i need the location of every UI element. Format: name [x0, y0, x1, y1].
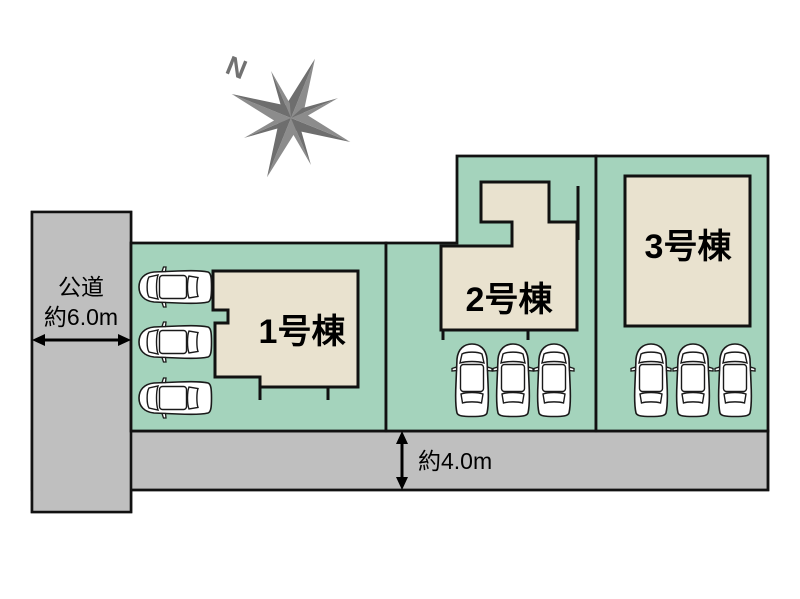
- car-2-1: [451, 343, 493, 418]
- car-3-1: [630, 343, 672, 418]
- building-3-label: 3号棟: [645, 228, 733, 266]
- car-3-3: [714, 343, 756, 418]
- building-2-footprint: [439, 180, 579, 332]
- building-1: 1号棟: [211, 269, 360, 400]
- road-junction-fill: [32, 212, 131, 512]
- parking-lot-3: [630, 343, 756, 418]
- building-1-footprint: [211, 269, 360, 389]
- compass-rose: N: [207, 34, 375, 202]
- road-south-arrow-head-top: [396, 431, 408, 444]
- compass-north-label: N: [222, 50, 251, 85]
- road-west-outline: [30, 210, 133, 514]
- road-south-arrow-head-bottom: [396, 477, 408, 490]
- building-3: 3号棟: [623, 174, 752, 328]
- car-1-1: [139, 267, 212, 307]
- building-3-footprint: [623, 174, 752, 328]
- parking-lot-1: [139, 267, 212, 418]
- road-west-arrow-head-right: [118, 334, 131, 346]
- road-south-dimension: 約4.0m: [396, 431, 492, 490]
- building-2-label: 2号棟: [466, 281, 554, 319]
- road-west-name-label: 公道: [58, 274, 104, 300]
- road-west-width-label: 約6.0m: [44, 304, 118, 330]
- car-3-2: [672, 343, 714, 418]
- road-west-arrow-head-left: [32, 334, 45, 346]
- building-2: 2号棟: [439, 180, 580, 340]
- car-1-3: [139, 378, 212, 418]
- road-south-width-label: 約4.0m: [418, 448, 492, 474]
- car-1-2: [139, 322, 212, 362]
- car-2-3: [533, 343, 575, 418]
- building-1-label: 1号棟: [259, 313, 347, 351]
- car-2-2: [492, 343, 534, 418]
- road-west-dimension: 公道 約6.0m: [32, 274, 131, 346]
- parking-lot-2: [451, 343, 575, 418]
